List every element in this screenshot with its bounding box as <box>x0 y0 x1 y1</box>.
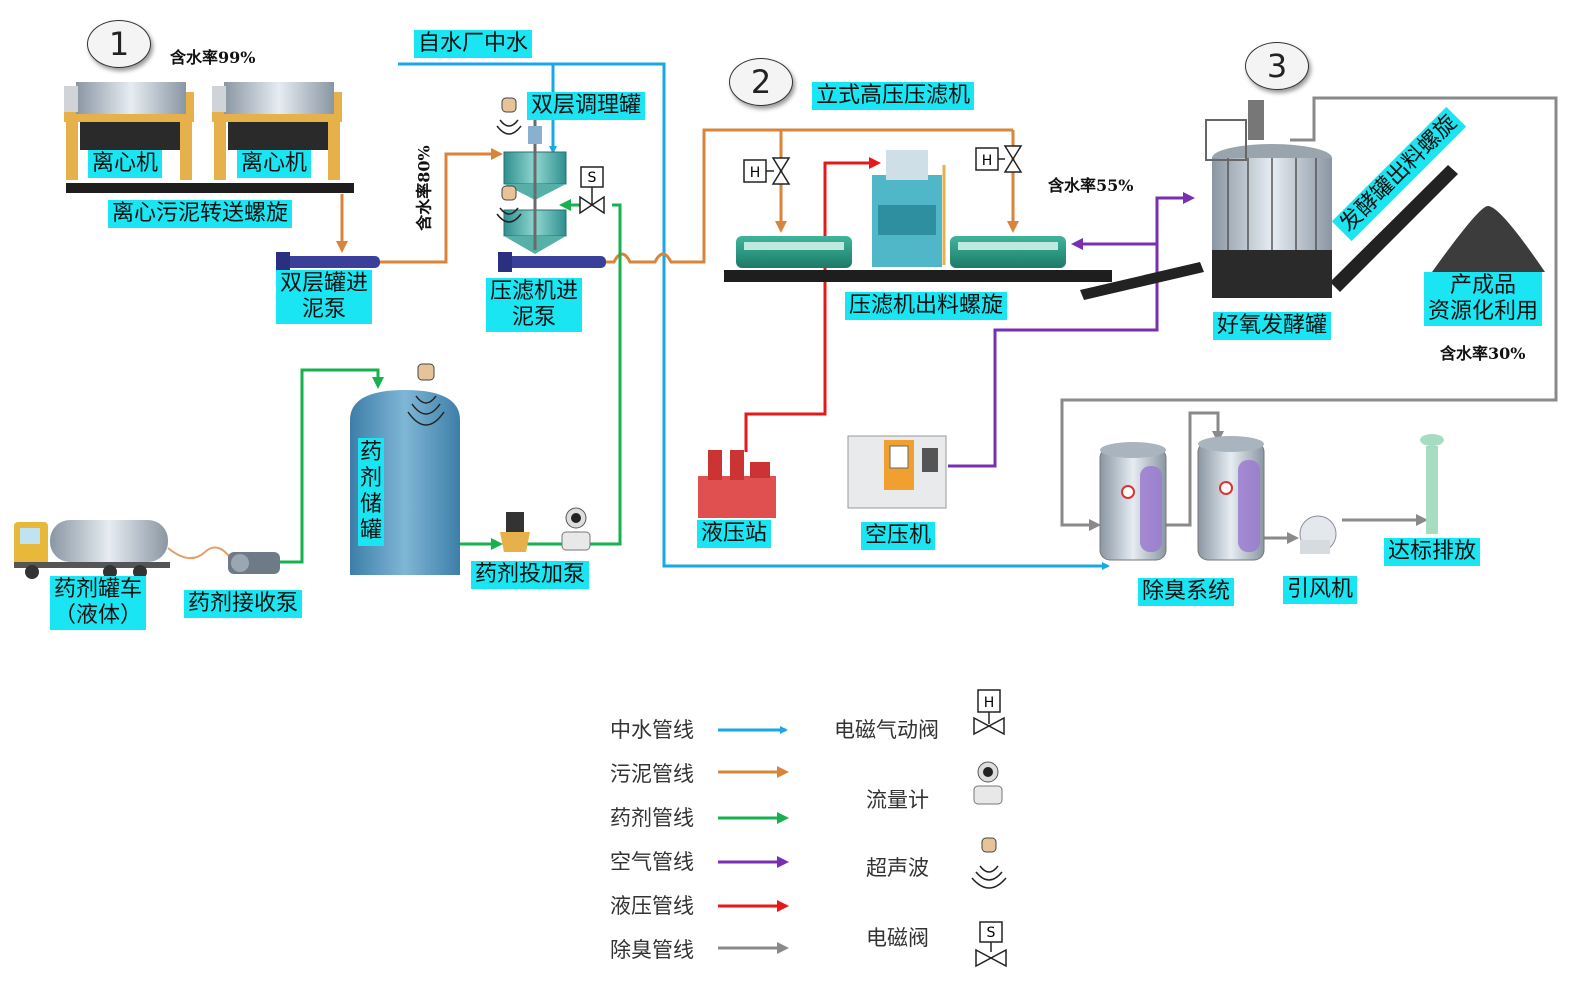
label-tanker-line2: （液体） <box>54 603 143 628</box>
label-double-layer-tank: 双层调理罐 <box>527 92 646 120</box>
discharge-stack <box>1420 434 1444 534</box>
vertical-filter-press <box>736 150 1066 268</box>
label-filter-press-pump-line2: 泥泵 <box>512 305 557 330</box>
chemical-tanker-truck <box>14 520 233 579</box>
label-dosing-pump: 药剂投加泵 <box>471 561 590 589</box>
label-air-compressor: 空压机 <box>861 522 936 550</box>
fermenter-discharge-screw <box>1330 165 1458 292</box>
legend-solenoid-letter: S <box>987 925 996 941</box>
hydraulic-station <box>698 450 776 518</box>
chemical-dosing-pump <box>500 512 530 552</box>
legend-ultrasonic-label: 超声波 <box>866 856 929 880</box>
legend-solenoid-valve-label: 电磁阀 <box>866 926 929 950</box>
label-chemical-tank-char1: 药 <box>360 440 383 465</box>
deodor-tower-2 <box>1197 436 1265 561</box>
label-receive-pump: 药剂接收泵 <box>184 590 303 618</box>
step-3-circle: 3 <box>1245 42 1309 90</box>
water-content-30: 含水率30% <box>1440 344 1526 363</box>
label-fermenter: 好氧发酵罐 <box>1213 312 1332 340</box>
legend-deodor-label: 除臭管线 <box>610 938 694 962</box>
pneumatic-valve-2-letter: H <box>982 153 993 169</box>
water-content-55: 含水率55% <box>1048 176 1134 195</box>
label-centrifuge-screw: 离心污泥转送螺旋 <box>108 200 293 228</box>
step-2-circle: 2 <box>729 58 793 106</box>
label-tanker: 药剂罐车 （液体） <box>50 576 147 630</box>
label-centrifuge-2: 离心机 <box>237 150 312 178</box>
solenoid-valve-icon: S <box>975 921 1007 968</box>
solenoid-valve-letter: S <box>588 170 597 186</box>
label-product-line1: 产成品 <box>1450 273 1517 298</box>
label-product: 产成品 资源化利用 <box>1424 272 1543 326</box>
label-reclaimed-water: 自水厂中水 <box>414 30 533 58</box>
centrifuge-screw-conveyor <box>66 183 354 193</box>
water-content-80: 含水率80% <box>414 145 434 231</box>
label-product-line2: 资源化利用 <box>1428 299 1539 324</box>
centrifuge-unit-2 <box>212 82 342 180</box>
label-vertical-press: 立式高压压滤机 <box>812 82 975 110</box>
legend-pneumatic-valve-label: 电磁气动阀 <box>834 718 939 742</box>
label-discharge: 达标排放 <box>1384 538 1481 566</box>
air-pipeline <box>948 192 1195 468</box>
ultrasonic-sensor-2 <box>496 185 522 223</box>
deodor-tower-1 <box>1099 442 1167 561</box>
step-1-circle: 1 <box>87 20 151 68</box>
label-centrifuge-1: 离心机 <box>88 150 163 178</box>
label-tanker-line1: 药剂罐车 <box>54 577 143 602</box>
chemical-receive-pump <box>228 552 280 574</box>
label-hydraulic-station: 液压站 <box>697 520 772 548</box>
flow-meter-icon <box>973 761 1003 805</box>
legend-air-label: 空气管线 <box>610 850 694 874</box>
label-press-screw: 压滤机出料螺旋 <box>845 292 1008 320</box>
label-double-tank-pump-line1: 双层罐进 <box>280 271 369 296</box>
hydraulic-pipeline <box>744 157 881 452</box>
label-fan: 引风机 <box>1283 576 1358 604</box>
label-double-tank-pump: 双层罐进 泥泵 <box>276 270 373 324</box>
product-heap <box>1432 205 1545 272</box>
aerobic-fermenter <box>1205 100 1332 298</box>
fermenter-feed-screw <box>1080 262 1204 300</box>
pneumatic-valve-1: H <box>743 157 791 185</box>
label-filter-press-pump-line1: 压滤机进 <box>490 279 579 304</box>
deodor-pipeline <box>1060 96 1558 544</box>
induced-draft-fan <box>1299 515 1337 554</box>
pneumatic-valve-1-letter: H <box>750 165 761 181</box>
ultrasonic-sensor-icon <box>971 837 1007 889</box>
ultrasonic-sensor-3 <box>407 363 445 426</box>
label-chemical-tank-char4: 罐 <box>360 518 383 543</box>
label-chemical-tank: 药 剂 储 罐 <box>358 438 385 546</box>
ultrasonic-sensor-1 <box>496 97 522 135</box>
legend-water-label: 中水管线 <box>610 718 694 742</box>
centrifuge-unit-1 <box>64 82 194 180</box>
pneumatic-valve-2: H <box>975 145 1023 173</box>
solenoid-valve: S <box>579 166 605 215</box>
legend-pneumatic-letter: H <box>984 695 995 711</box>
air-compressor <box>847 435 947 509</box>
legend-arrows <box>718 726 789 954</box>
label-chemical-tank-char3: 储 <box>360 492 383 517</box>
label-filter-press-pump: 压滤机进 泥泵 <box>486 278 583 332</box>
flow-meter <box>561 507 591 551</box>
legend-flow-meter-label: 流量计 <box>866 788 929 812</box>
double-tank-feed-pump <box>276 252 380 272</box>
label-deodor-system: 除臭系统 <box>1138 578 1235 606</box>
label-chemical-tank-char2: 剂 <box>360 466 383 491</box>
filter-press-feed-pump <box>498 252 606 272</box>
water-content-99: 含水率99% <box>170 48 256 67</box>
double-layer-conditioning-tank <box>503 120 567 254</box>
legend-chemical-label: 药剂管线 <box>610 806 694 830</box>
label-double-tank-pump-line2: 泥泵 <box>302 297 347 322</box>
pneumatic-valve-icon: H <box>973 689 1005 736</box>
legend-sludge-label: 污泥管线 <box>610 762 694 786</box>
legend-hydraulic-label: 液压管线 <box>610 894 694 918</box>
press-screw-conveyor <box>724 270 1112 282</box>
